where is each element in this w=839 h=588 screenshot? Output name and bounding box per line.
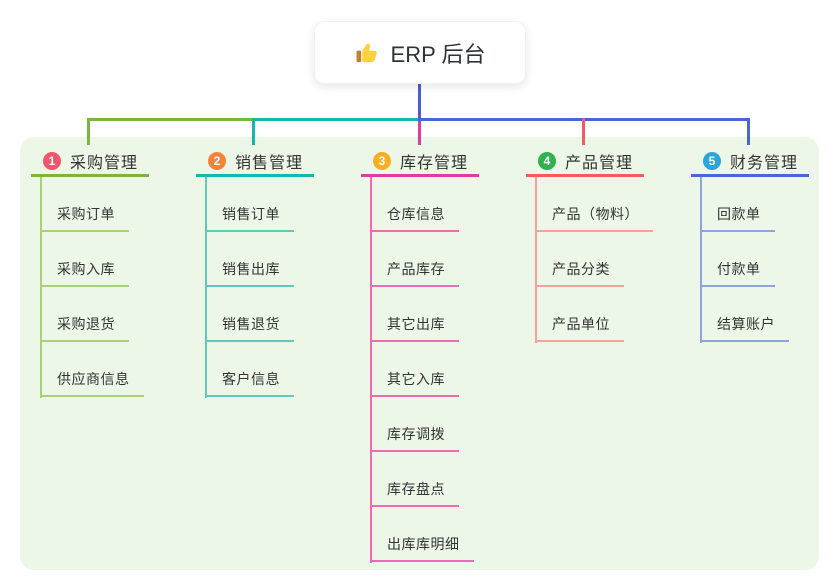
branch-spine-line: [205, 177, 207, 398]
child-node-label[interactable]: 产品单位: [535, 314, 624, 342]
child-node-label[interactable]: 出库库明细: [370, 534, 474, 562]
branch-title: 财务管理: [730, 155, 799, 172]
branch-header-purchase[interactable]: 1 采购管理: [31, 148, 149, 177]
child-node-label[interactable]: 付款单: [700, 259, 775, 287]
connector-horizontal-teal: [253, 118, 420, 121]
child-node: 仓库信息: [370, 177, 479, 232]
child-node: 回款单: [700, 177, 809, 232]
connector-drop-sales: [252, 118, 255, 145]
child-node: 销售订单: [205, 177, 314, 232]
child-node-label[interactable]: 供应商信息: [40, 369, 144, 397]
branch-spine-line: [40, 177, 42, 398]
connector-root-vertical: [418, 82, 421, 121]
branch-spine-line: [535, 177, 537, 343]
child-node: 结算账户: [700, 287, 809, 342]
branch-number-badge: 4: [538, 152, 556, 170]
child-node: 产品库存: [370, 232, 479, 287]
child-node: 付款单: [700, 232, 809, 287]
child-node: 产品分类: [535, 232, 644, 287]
child-node: 供应商信息: [40, 342, 149, 397]
branch-spine-line: [700, 177, 702, 343]
child-node-label[interactable]: 回款单: [700, 204, 775, 232]
child-node: 其它出库: [370, 287, 479, 342]
child-node: 产品（物料）: [535, 177, 653, 232]
branch-purchase: 1 采购管理 采购订单 采购入库 采购退货 供应商信息: [31, 148, 149, 398]
branch-header-inventory[interactable]: 3 库存管理: [361, 148, 479, 177]
child-node-label[interactable]: 产品（物料）: [535, 204, 653, 232]
root-node-label: ERP 后台: [390, 41, 486, 67]
branch-sales: 2 销售管理 销售订单 销售出库 销售退货 客户信息: [196, 148, 314, 398]
branch-spine-line: [370, 177, 372, 563]
child-node: 出库库明细: [370, 507, 479, 562]
branch-product: 4 产品管理 产品（物料） 产品分类 产品单位: [526, 148, 653, 343]
child-node: 库存盘点: [370, 452, 479, 507]
child-node-label[interactable]: 库存盘点: [370, 479, 459, 507]
branch-header-finance[interactable]: 5 财务管理: [691, 148, 809, 177]
branch-header-sales[interactable]: 2 销售管理: [196, 148, 314, 177]
child-node-label[interactable]: 采购退货: [40, 314, 129, 342]
child-node-label[interactable]: 采购入库: [40, 259, 129, 287]
root-node[interactable]: ERP 后台: [314, 21, 526, 84]
child-node: 库存调拨: [370, 397, 479, 452]
child-node-label[interactable]: 其它出库: [370, 314, 459, 342]
branch-title: 销售管理: [235, 155, 304, 172]
child-node-label[interactable]: 销售出库: [205, 259, 294, 287]
branch-header-product[interactable]: 4 产品管理: [526, 148, 644, 177]
child-node: 销售退货: [205, 287, 314, 342]
child-node: 其它入库: [370, 342, 479, 397]
thumbs-up-icon: [355, 40, 380, 65]
branch-title: 库存管理: [400, 155, 469, 172]
mindmap-panel: [20, 137, 819, 570]
child-node-label[interactable]: 销售退货: [205, 314, 294, 342]
connector-drop-product: [582, 118, 585, 145]
branch-title: 采购管理: [70, 155, 139, 172]
connector-drop-purchase: [87, 118, 90, 145]
branch-title: 产品管理: [565, 155, 634, 172]
child-node: 客户信息: [205, 342, 314, 397]
child-node-label[interactable]: 客户信息: [205, 369, 294, 397]
child-node-label[interactable]: 采购订单: [40, 204, 129, 232]
branch-inventory: 3 库存管理 仓库信息 产品库存 其它出库 其它入库 库存调拨 库存盘点 出库库…: [361, 148, 479, 563]
child-node: 采购订单: [40, 177, 149, 232]
child-node-label[interactable]: 产品分类: [535, 259, 624, 287]
child-node: 销售出库: [205, 232, 314, 287]
branch-number-badge: 2: [208, 152, 226, 170]
connector-horizontal-green: [87, 118, 254, 121]
child-node-label[interactable]: 仓库信息: [370, 204, 459, 232]
child-node-label[interactable]: 库存调拨: [370, 424, 459, 452]
branch-number-badge: 3: [373, 152, 391, 170]
child-node-label[interactable]: 销售订单: [205, 204, 294, 232]
branch-number-badge: 5: [703, 152, 721, 170]
child-node: 采购入库: [40, 232, 149, 287]
child-node: 采购退货: [40, 287, 149, 342]
branch-number-badge: 1: [43, 152, 61, 170]
child-node-label[interactable]: 产品库存: [370, 259, 459, 287]
connector-drop-inventory: [418, 121, 421, 145]
branch-finance: 5 财务管理 回款单 付款单 结算账户: [691, 148, 809, 343]
connector-drop-finance: [747, 118, 750, 145]
child-node-label[interactable]: 其它入库: [370, 369, 459, 397]
child-node: 产品单位: [535, 287, 644, 342]
child-node-label[interactable]: 结算账户: [700, 314, 789, 342]
